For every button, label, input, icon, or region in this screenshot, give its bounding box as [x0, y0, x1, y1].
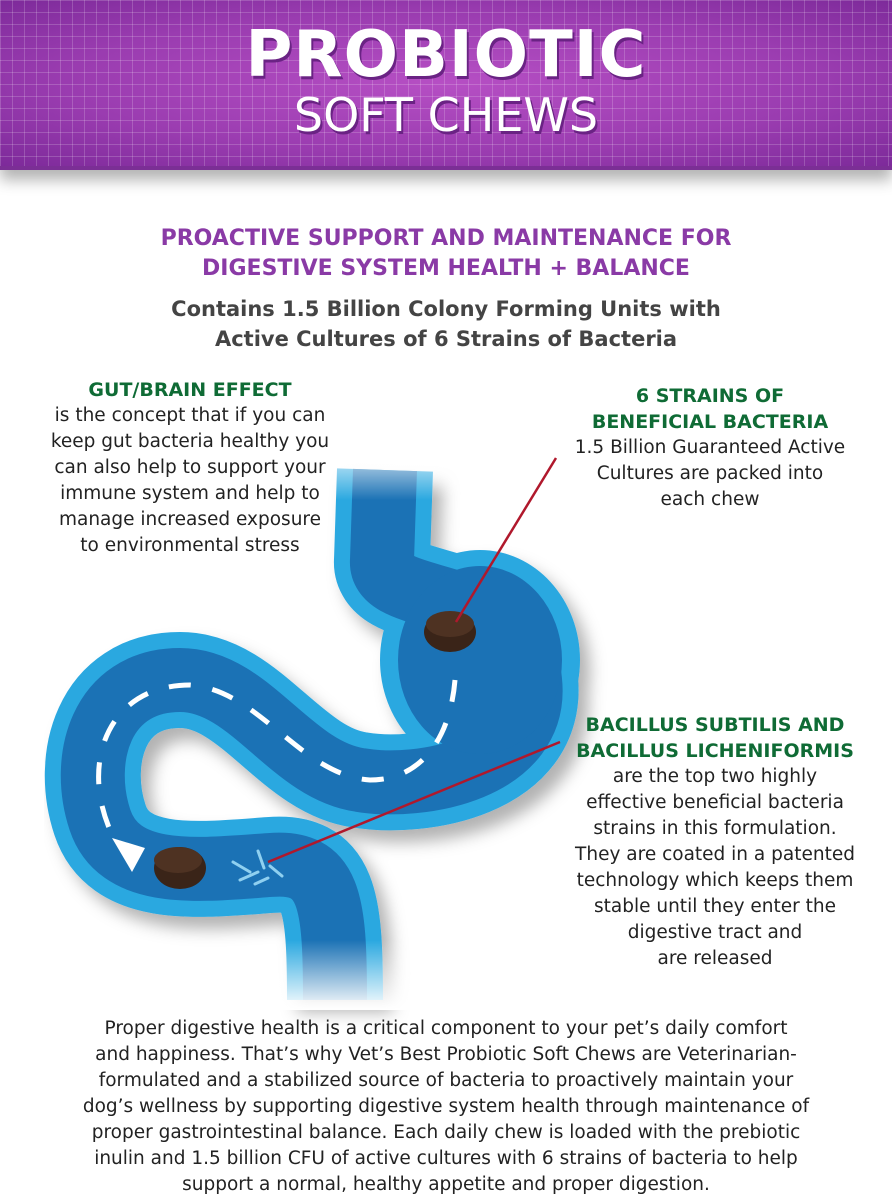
- callout-line: effective beneficial bacteria: [586, 792, 844, 813]
- description-line: Proper digestive health is a critical co…: [104, 1018, 788, 1039]
- summary-line: Contains 1.5 Billion Colony Forming Unit…: [171, 297, 721, 321]
- callout-line: to environmental stress: [80, 535, 300, 556]
- callout-line: are the top two highly: [612, 766, 818, 787]
- tagline-line: DIGESTIVE SYSTEM HEALTH + BALANCE: [202, 256, 690, 281]
- tagline-line: PROACTIVE SUPPORT AND MAINTENANCE FOR: [160, 226, 732, 251]
- title: PROBIOTIC: [245, 18, 647, 92]
- callout-line: each chew: [660, 489, 760, 510]
- callout-heading: 6 STRAINS OF: [635, 385, 785, 407]
- arrow-icon: [112, 838, 145, 872]
- callout-line: is the concept that if you can: [54, 405, 326, 426]
- description-paragraph: Proper digestive health is a critical co…: [40, 1016, 852, 1198]
- description-line: formulated and a stabilized source of ba…: [98, 1070, 794, 1091]
- callout-line: strains in this formulation.: [593, 818, 837, 839]
- callout-line: technology which keeps them: [576, 870, 854, 891]
- description-line: inulin and 1.5 billion CFU of active cul…: [94, 1148, 798, 1169]
- callout-line: manage increased exposure: [58, 509, 322, 530]
- pointer-line: [267, 740, 561, 864]
- summary: Contains 1.5 Billion Colony Forming Unit…: [0, 294, 892, 354]
- header-banner: PROBIOTIC SOFT CHEWS: [0, 0, 892, 170]
- callout-line: immune system and help to: [60, 483, 320, 504]
- callout-heading: BACILLUS LICHENIFORMIS: [576, 740, 854, 762]
- chew-icon: [154, 847, 206, 889]
- callout-heading: GUT/BRAIN EFFECT: [88, 379, 292, 401]
- callout-line: can also help to support your: [54, 457, 326, 478]
- description-line: support a normal, healthy appetite and p…: [182, 1174, 710, 1195]
- callout-line: keep gut bacteria healthy you: [50, 431, 330, 452]
- subtitle: SOFT CHEWS: [293, 88, 599, 142]
- gut-brain-callout: GUT/BRAIN EFFECT is the concept that if …: [20, 377, 360, 559]
- callout-line: stable until they enter the: [593, 896, 837, 917]
- bacteria-icon: [231, 849, 284, 886]
- callout-heading: BENEFICIAL BACTERIA: [591, 411, 829, 433]
- description-line: dog’s wellness by supporting digestive s…: [82, 1096, 810, 1117]
- pointer-line: [454, 457, 558, 623]
- summary-line: Active Cultures of 6 Strains of Bacteria: [214, 327, 678, 351]
- callout-line: are released: [657, 948, 773, 969]
- callout-heading: BACILLUS SUBTILIS AND: [585, 714, 845, 736]
- description-line: proper gastrointestinal balance. Each da…: [91, 1122, 801, 1143]
- strains-callout: 6 STRAINS OF BENEFICIAL BACTERIA 1.5 Bil…: [540, 383, 880, 513]
- bacillus-callout: BACILLUS SUBTILIS AND BACILLUS LICHENIFO…: [540, 712, 890, 972]
- callout-line: digestive tract and: [627, 922, 803, 943]
- callout-line: Cultures are packed into: [596, 463, 824, 484]
- callout-line: 1.5 Billion Guaranteed Active: [574, 437, 846, 458]
- chew-icon: [424, 611, 476, 652]
- callout-line: They are coated in a patented: [575, 844, 855, 865]
- description-line: and happiness. That’s why Vet’s Best Pro…: [95, 1044, 797, 1065]
- dashed-path: [96, 679, 458, 831]
- tagline: PROACTIVE SUPPORT AND MAINTENANCE FOR DI…: [0, 224, 892, 284]
